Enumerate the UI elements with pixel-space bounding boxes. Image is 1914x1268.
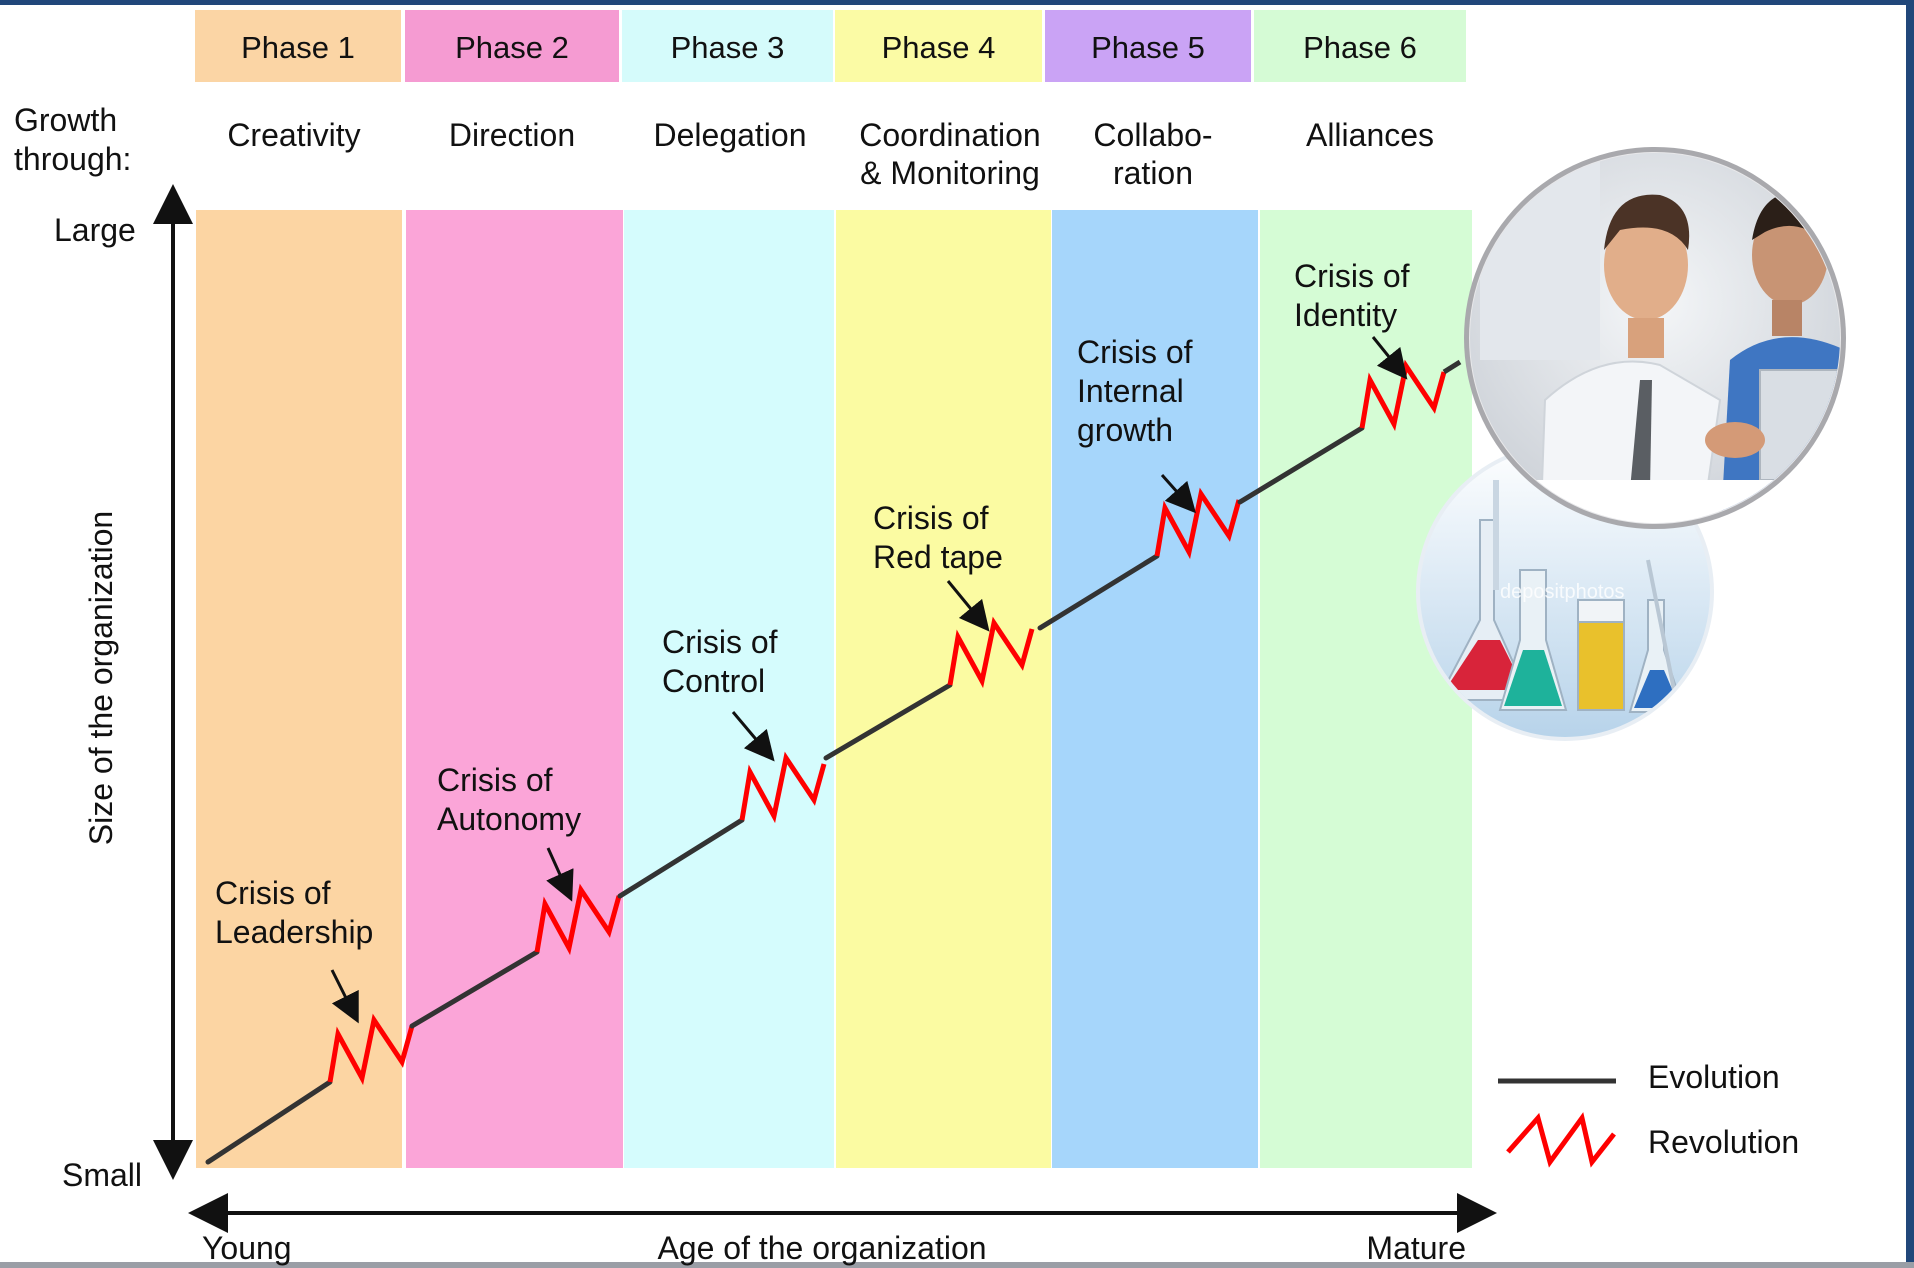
bottom-shade [0, 1262, 1914, 1268]
crisis-label: growth [1077, 412, 1173, 448]
y-axis-title: Size of the organization [83, 511, 119, 845]
growth-mode-label: Direction [449, 117, 575, 153]
phase-band [1052, 210, 1258, 1168]
crisis-label: Crisis of [1294, 258, 1410, 294]
revolution-zigzag [1359, 359, 1447, 432]
growth-mode-label: Alliances [1306, 117, 1434, 153]
crisis-label: Leadership [215, 914, 373, 950]
growth-mode-label: & Monitoring [860, 155, 1040, 191]
revolution-zigzag [327, 1013, 415, 1086]
growth-mode-label: Collabo- [1093, 117, 1212, 153]
growth-mode-label: Creativity [227, 117, 360, 153]
phase-band [1260, 210, 1472, 1168]
x-axis-left-label: Young [202, 1230, 292, 1266]
crisis-label: Crisis of [1077, 334, 1193, 370]
revolution-zigzag [739, 751, 827, 824]
phase-header-label: Phase 6 [1303, 30, 1417, 65]
crisis-arrow [330, 969, 359, 1024]
crisis-label: Autonomy [437, 801, 581, 837]
top-border [0, 0, 1914, 5]
x-axis-right-label: Mature [1366, 1230, 1466, 1266]
crisis-arrow [546, 847, 574, 902]
crisis-arrow [946, 580, 990, 632]
phase-header-box [1254, 10, 1466, 82]
evolution-segment [823, 682, 953, 761]
phase-header-label: Phase 3 [671, 30, 785, 65]
evolution-segment [1442, 359, 1462, 375]
growth-label-line2: through: [14, 141, 131, 177]
crisis-arrow [1371, 336, 1408, 380]
growth-mode-label: Coordination [859, 117, 1040, 153]
crisis-label: Red tape [873, 539, 1003, 575]
crisis-arrow [1160, 474, 1196, 514]
evolution-segment [1037, 553, 1160, 631]
phase-header-label: Phase 1 [241, 30, 355, 65]
crisis-label: Crisis of [437, 762, 553, 798]
phase-header-label: Phase 4 [882, 30, 996, 65]
phase-header-box [622, 10, 833, 82]
phase-header-box [195, 10, 401, 82]
legend-evolution-label: Evolution [1648, 1059, 1780, 1095]
legend-revolution-zigzag [1506, 1112, 1616, 1168]
phase-header-label: Phase 2 [455, 30, 569, 65]
growth-mode-label: Delegation [654, 117, 807, 153]
phase-band [406, 210, 623, 1168]
growth-mode-label: ration [1113, 155, 1193, 191]
phase-header-box [1045, 10, 1251, 82]
growth-label-line1: Growth [14, 102, 117, 138]
crisis-arrow [731, 711, 775, 762]
phase-band [624, 210, 834, 1168]
crisis-label: Crisis of [662, 624, 778, 660]
crisis-label: Crisis of [873, 500, 989, 536]
evolution-segment [409, 949, 540, 1029]
crisis-label: Crisis of [215, 875, 331, 911]
evolution-segment [205, 1079, 333, 1165]
revolution-zigzag [947, 616, 1035, 689]
evolution-segment [617, 817, 745, 899]
photo-watermark: depositphotos [1500, 581, 1625, 603]
x-axis-title: Age of the organization [657, 1230, 986, 1266]
phase-header-box [405, 10, 619, 82]
phase-header-box [835, 10, 1042, 82]
phase-band [196, 210, 402, 1168]
revolution-zigzag [534, 883, 622, 956]
phase-header-label: Phase 5 [1091, 30, 1205, 65]
evolution-segment [1237, 425, 1365, 505]
crisis-label: Control [662, 663, 765, 699]
revolution-zigzag [1154, 487, 1242, 560]
y-axis-top-label: Large [54, 212, 136, 248]
crisis-label: Identity [1294, 297, 1397, 333]
legend-revolution-label: Revolution [1648, 1124, 1799, 1160]
right-border [1906, 0, 1914, 1268]
y-axis-bottom-label: Small [62, 1157, 142, 1193]
crisis-label: Internal [1077, 373, 1184, 409]
